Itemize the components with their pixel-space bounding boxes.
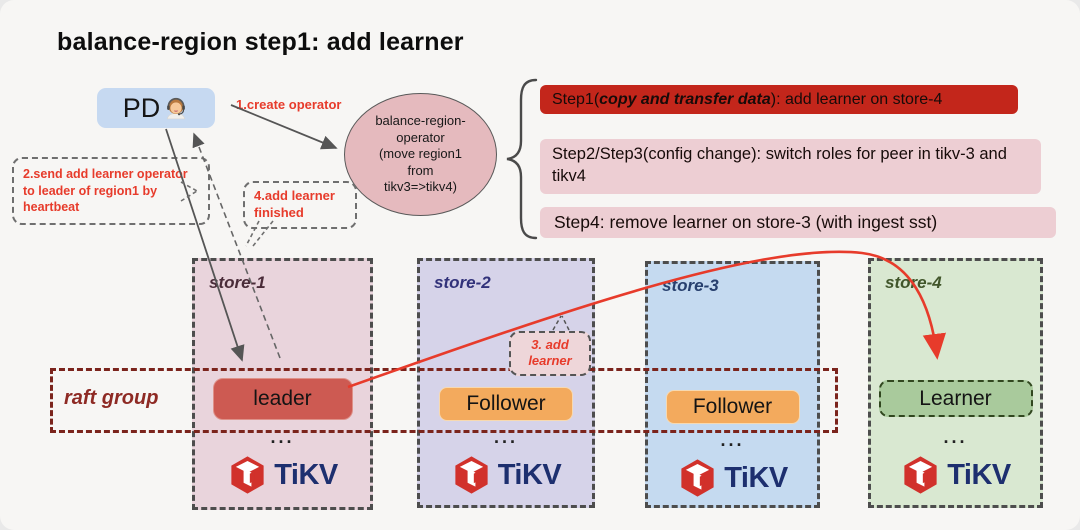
steps-brace (506, 78, 538, 240)
send-heartbeat-callout: 2.send add learner operator to leader of… (12, 157, 210, 225)
create-operator-label: 1.create operator (236, 97, 342, 112)
tikv-wordmark: TiKV (497, 458, 562, 491)
tikv-wordmark: TiKV (274, 458, 338, 491)
store-4-ellipsis: ... (943, 427, 968, 447)
learner-badge: Learner (878, 380, 1033, 417)
tikv-logo-icon (455, 456, 488, 494)
tikv-logo-icon (904, 456, 937, 494)
pd-label: PD (122, 92, 161, 123)
follower-badge: Follower (665, 390, 800, 424)
store-3-ellipsis: ... (720, 430, 745, 450)
store-2-label: store-2 (434, 273, 491, 292)
balance-region-operator-node: balance-region- operator (move region1 f… (344, 93, 497, 216)
leader-badge: leader (212, 378, 353, 420)
store-1-brand: TiKV (195, 453, 370, 497)
raft-group-label: raft group (64, 387, 159, 409)
step1-box: Step1(copy and transfer data): add learn… (540, 85, 1018, 114)
step1-suffix: ): add learner on store-4 (770, 91, 943, 108)
store-1-label: store-1 (209, 273, 266, 292)
store-4-box: store-4 Learner ... TiKV (868, 258, 1043, 508)
step2-step3-box: Step2/Step3(config change): switch roles… (540, 139, 1041, 194)
add-learner-callout: 3. add learner (509, 331, 591, 376)
tikv-wordmark: TiKV (947, 458, 1011, 491)
store-4-label: store-4 (885, 273, 942, 292)
page-title: balance-region step1: add learner (57, 28, 464, 56)
step4-box: Step4: remove learner on store-3 (with i… (540, 207, 1056, 238)
support-agent-icon (167, 98, 186, 120)
step1-emphasis: copy and transfer data (599, 91, 771, 108)
tikv-wordmark: TiKV (724, 461, 788, 494)
pd-node: PD (97, 88, 215, 128)
raft-group-boundary (50, 368, 838, 433)
step1-prefix: Step1( (552, 91, 600, 108)
store-4-brand: TiKV (871, 453, 1040, 497)
tikv-logo-icon (681, 459, 714, 497)
tikv-logo-icon (231, 456, 264, 494)
store-3-label: store-3 (662, 276, 719, 295)
store-2-brand: TiKV (420, 453, 592, 497)
store-3-brand: TiKV (648, 456, 817, 500)
learner-finished-callout: 4.add learner finished (243, 181, 357, 229)
